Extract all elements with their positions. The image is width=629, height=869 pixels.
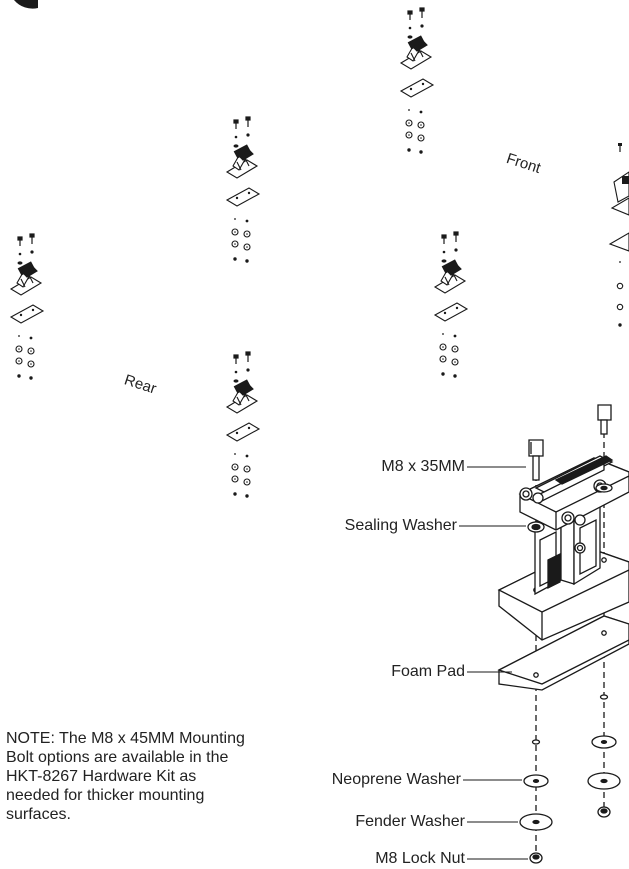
- mounting-note: NOTE: The M8 x 45MM Mounting Bolt option…: [6, 730, 245, 823]
- mini-stack-front-mid: [434, 231, 468, 379]
- sealing-washer-label: Sealing Washer: [344, 517, 457, 534]
- mini-stack-right-edge-partial: [608, 143, 629, 327]
- lock-nut-label: M8 Lock Nut: [375, 850, 465, 867]
- mini-stack-front-top: [400, 7, 434, 155]
- foam-pad-label: Foam Pad: [391, 663, 465, 680]
- neoprene-washer-label: Neoprene Washer: [331, 771, 461, 788]
- mini-stack-rear-mid-bottom: [226, 351, 260, 499]
- mini-stack-rear-left: [10, 233, 44, 381]
- bolt-label: M8 x 35MM: [381, 458, 465, 475]
- detail-assembly: [459, 404, 629, 864]
- fender-washer-label: Fender Washer: [355, 813, 465, 830]
- mini-stack-rear-mid-top: [226, 116, 260, 264]
- step-badge-fragment: [14, 0, 38, 9]
